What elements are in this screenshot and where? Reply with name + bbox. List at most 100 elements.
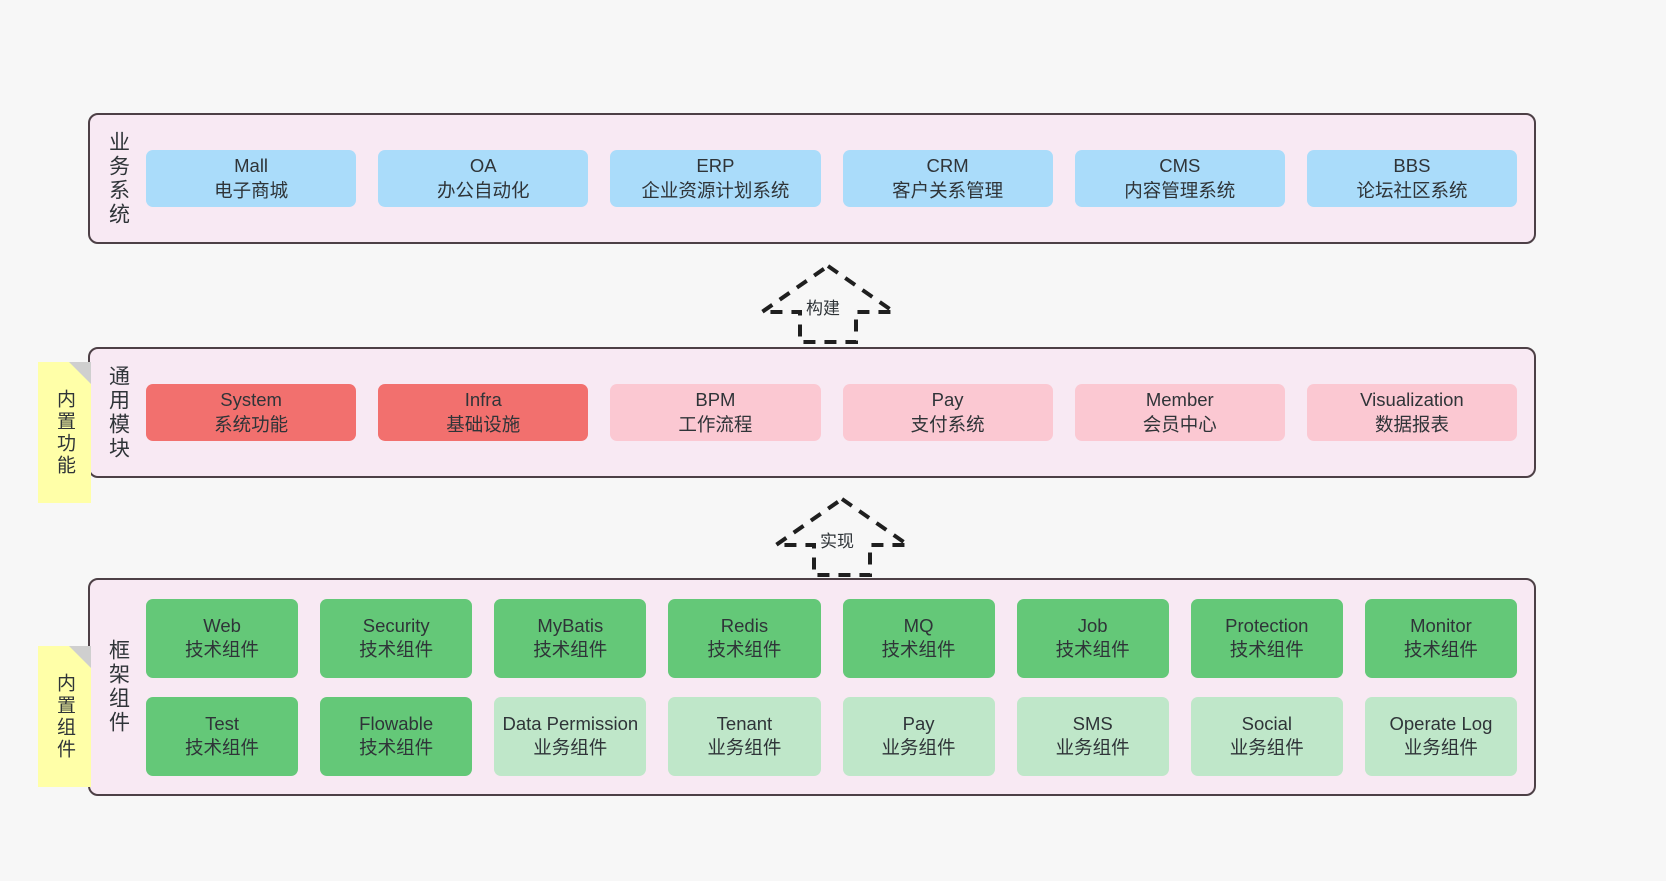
node-mq[interactable]: MQ 技术组件	[842, 598, 995, 678]
node-protection[interactable]: Protection 技术组件	[1190, 598, 1343, 678]
connector-implement: 实现	[769, 496, 915, 577]
node-bbs[interactable]: BBS 论坛社区系统	[1306, 150, 1518, 207]
node-name: CRM	[926, 155, 969, 177]
node-name: Job	[1077, 614, 1108, 636]
node-desc: 技术组件	[1403, 639, 1478, 660]
node-pay[interactable]: Pay 支付系统	[842, 384, 1053, 441]
node-desc: 技术组件	[359, 737, 434, 758]
node-system[interactable]: System 系统功能	[146, 384, 357, 441]
node-desc: 会员中心	[1142, 413, 1217, 435]
node-name: Infra	[464, 389, 502, 411]
node-bpm[interactable]: BPM 工作流程	[610, 384, 821, 441]
node-name: Social	[1241, 712, 1292, 734]
connector-build: 构建	[755, 263, 901, 344]
layer-framework-components[interactable]: 框架组件 Web 技术组件 Security 技术组件 MyBatis 技术组件…	[88, 578, 1536, 796]
node-desc: 技术组件	[185, 639, 260, 660]
node-mybatis[interactable]: MyBatis 技术组件	[494, 598, 647, 678]
layer-title-common-modules: 通用模块	[106, 364, 130, 461]
node-operate-log[interactable]: Operate Log 业务组件	[1364, 696, 1517, 776]
node-name: Web	[203, 614, 241, 636]
node-desc: 支付系统	[910, 413, 985, 435]
node-desc: 系统功能	[214, 413, 289, 435]
node-desc: 办公自动化	[437, 179, 530, 201]
node-name: BBS	[1393, 155, 1431, 177]
node-desc: 客户关系管理	[892, 179, 1004, 201]
node-name: Operate Log	[1389, 712, 1493, 734]
node-infra[interactable]: Infra 基础设施	[378, 384, 589, 441]
node-name: Pay	[902, 712, 935, 734]
node-desc: 数据报表	[1374, 413, 1449, 435]
node-erp[interactable]: ERP 企业资源计划系统	[610, 150, 821, 207]
node-desc: 论坛社区系统	[1356, 179, 1468, 201]
node-oa[interactable]: OA 办公自动化	[378, 150, 589, 207]
node-desc: 业务组件	[1055, 737, 1130, 758]
node-test[interactable]: Test 技术组件	[146, 696, 299, 776]
node-name: Visualization	[1360, 389, 1464, 411]
node-name: Test	[205, 712, 240, 734]
node-name: MyBatis	[537, 614, 604, 636]
node-name: Flowable	[359, 712, 434, 734]
sticky-note-builtin-components[interactable]: 内置组件	[38, 646, 91, 787]
node-web[interactable]: Web 技术组件	[146, 598, 299, 678]
layer-body-framework-components: Web 技术组件 Security 技术组件 MyBatis 技术组件 Redi…	[140, 580, 1534, 794]
node-desc: 业务组件	[707, 737, 782, 758]
hollow-arrow-up-icon	[755, 263, 901, 344]
node-cms[interactable]: CMS 内容管理系统	[1074, 150, 1285, 207]
node-name: BPM	[695, 389, 736, 411]
sticky-note-label: 内置功能	[54, 388, 75, 477]
node-name: Monitor	[1410, 614, 1472, 636]
node-name: MQ	[903, 614, 934, 636]
folded-corner-icon	[69, 362, 91, 384]
node-security[interactable]: Security 技术组件	[320, 598, 473, 678]
node-desc: 基础设施	[446, 413, 521, 435]
node-desc: 工作流程	[678, 413, 753, 435]
node-row: System 系统功能 Infra 基础设施 BPM 工作流程 Pay 支付系统…	[146, 384, 1518, 441]
node-name: Pay	[931, 389, 964, 411]
node-crm[interactable]: CRM 客户关系管理	[842, 150, 1053, 207]
sticky-note-label: 内置组件	[54, 672, 75, 761]
node-tenant[interactable]: Tenant 业务组件	[668, 696, 821, 776]
node-mall[interactable]: Mall 电子商城	[146, 150, 357, 207]
node-name: ERP	[696, 155, 735, 177]
node-social[interactable]: Social 业务组件	[1190, 696, 1343, 776]
node-pay-business[interactable]: Pay 业务组件	[842, 696, 995, 776]
node-name: Security	[362, 614, 430, 636]
node-visualization[interactable]: Visualization 数据报表	[1306, 384, 1518, 441]
node-desc: 技术组件	[881, 639, 956, 660]
node-job[interactable]: Job 技术组件	[1016, 598, 1169, 678]
node-desc: 技术组件	[707, 639, 782, 660]
node-name: CMS	[1159, 155, 1201, 177]
node-flowable[interactable]: Flowable 技术组件	[320, 696, 473, 776]
node-name: System	[220, 389, 282, 411]
node-row: Web 技术组件 Security 技术组件 MyBatis 技术组件 Redi…	[146, 598, 1517, 678]
node-name: SMS	[1072, 712, 1113, 734]
node-name: Mall	[234, 155, 269, 177]
node-desc: 内容管理系统	[1124, 179, 1236, 201]
node-name: Tenant	[716, 712, 773, 734]
node-data-permission[interactable]: Data Permission 业务组件	[494, 696, 647, 776]
connector-implement-label: 实现	[820, 532, 854, 551]
connector-build-label: 构建	[806, 299, 840, 318]
layer-body-business-systems: Mall 电子商城 OA 办公自动化 ERP 企业资源计划系统 CRM 客户关系…	[140, 115, 1534, 242]
layer-body-common-modules: System 系统功能 Infra 基础设施 BPM 工作流程 Pay 支付系统…	[140, 349, 1534, 476]
node-name: Protection	[1225, 614, 1309, 636]
node-row: Test 技术组件 Flowable 技术组件 Data Permission …	[146, 696, 1517, 776]
node-redis[interactable]: Redis 技术组件	[668, 598, 821, 678]
hollow-arrow-up-icon	[769, 496, 915, 577]
node-desc: 业务组件	[1229, 737, 1304, 758]
sticky-note-builtin-features[interactable]: 内置功能	[38, 362, 91, 503]
node-name: Member	[1145, 389, 1214, 411]
node-desc: 技术组件	[1229, 639, 1304, 660]
layer-common-modules[interactable]: 通用模块 System 系统功能 Infra 基础设施 BPM 工作流程 Pay…	[88, 347, 1536, 478]
layer-business-systems[interactable]: 业务系统 Mall 电子商城 OA 办公自动化 ERP 企业资源计划系统 CRM…	[88, 113, 1536, 244]
node-member[interactable]: Member 会员中心	[1074, 384, 1285, 441]
layer-title-business-systems: 业务系统	[106, 130, 130, 227]
node-monitor[interactable]: Monitor 技术组件	[1364, 598, 1517, 678]
node-sms[interactable]: SMS 业务组件	[1016, 696, 1169, 776]
node-desc: 技术组件	[1055, 639, 1130, 660]
node-desc: 业务组件	[533, 737, 608, 758]
node-desc: 技术组件	[359, 639, 434, 660]
node-row: Mall 电子商城 OA 办公自动化 ERP 企业资源计划系统 CRM 客户关系…	[146, 150, 1518, 207]
node-desc: 业务组件	[881, 737, 956, 758]
